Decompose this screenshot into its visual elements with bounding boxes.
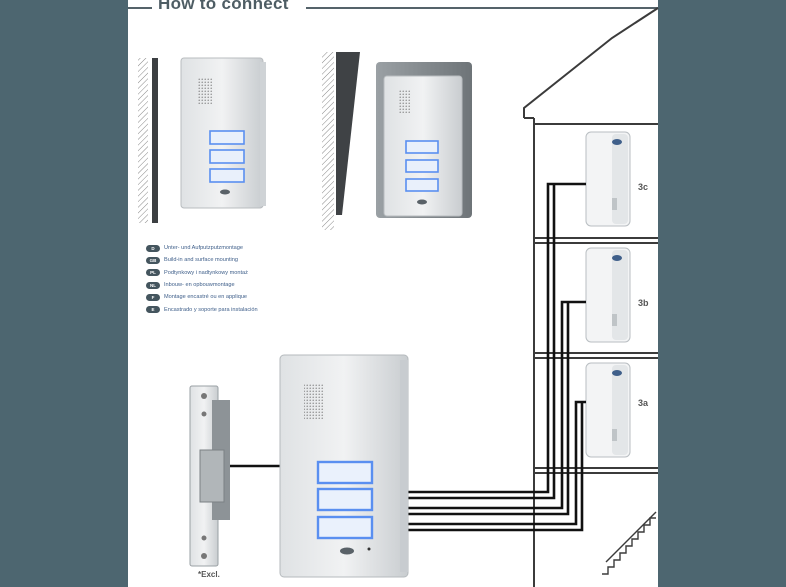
electric-door-strike (189, 385, 230, 567)
language-badge: D (146, 244, 160, 252)
legend-row-gb: GB Build-in and surface mounting (146, 254, 258, 266)
apartment-label-3c: 3c (638, 182, 649, 192)
legend-row-nl: NL Inbouw- en opbouwmontage (146, 279, 258, 291)
indoor-handset-3c (585, 131, 631, 227)
legend-text: Inbouw- en opbouwmontage (164, 282, 235, 289)
legend-row-de: D Unter- und Aufputzputzmontage (146, 242, 258, 254)
language-badge: PL (146, 269, 160, 277)
legend-text: Montage encastré ou en applique (164, 294, 248, 301)
staircase (602, 511, 657, 575)
language-badge: E (146, 306, 160, 314)
language-badge: GB (146, 256, 160, 264)
connection-wires (230, 182, 586, 532)
outdoor-station-large (279, 354, 409, 578)
apartment-label-3a: 3a (638, 398, 649, 408)
mounting-legend: D Unter- und Aufputzputzmontage GB Build… (146, 242, 258, 316)
apartment-label-3b: 3b (638, 298, 649, 308)
legend-row-pl: PL Podtynkowy i nadtynkowy montaż (146, 267, 258, 279)
legend-row-es: E Encastrado y soporte para instalación (146, 303, 258, 315)
title-rule-right (306, 7, 658, 9)
title-rule-left (128, 7, 152, 9)
excluded-footnote: *Excl. (198, 570, 220, 579)
indoor-handset-3a (585, 362, 631, 458)
language-badge: F (146, 293, 160, 301)
flush-mount-panel (138, 57, 266, 223)
indoor-handset-3b (585, 247, 631, 343)
legend-text: Podtynkowy i nadtynkowy montaż (164, 269, 248, 276)
legend-text: Encastrado y soporte para instalación (164, 306, 258, 313)
legend-text: Unter- und Aufputzputzmontage (164, 245, 243, 252)
page-title: How to connect (158, 0, 289, 13)
surface-mount-panel (322, 52, 472, 230)
legend-text: Build-in and surface mounting (164, 257, 239, 264)
language-badge: NL (146, 281, 160, 289)
legend-row-fr: F Montage encastré ou en applique (146, 291, 258, 303)
